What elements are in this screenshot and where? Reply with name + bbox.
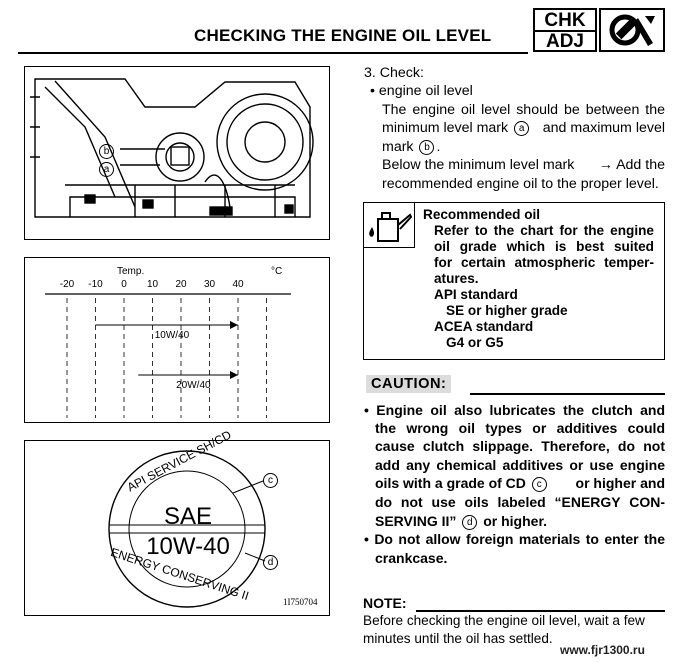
grade-label: 20W/40	[176, 380, 211, 391]
tick-label: 30	[204, 279, 216, 290]
wrench-icon	[609, 14, 655, 46]
note-rule	[416, 610, 665, 612]
step-line-2b: and maximum level	[542, 120, 665, 136]
unit-label: °C	[271, 266, 282, 277]
acea-standard-label: ACEA standard	[434, 319, 534, 334]
caution-line-4: add any chemical additives or use engine	[375, 456, 665, 473]
mark-a-inline: a	[514, 121, 530, 136]
caution-line-7: SERVING II” d or higher.	[375, 513, 547, 530]
tick-label: -10	[88, 279, 103, 290]
step-line-4b: → Add the	[598, 157, 665, 173]
caution-line-3: cause clutch slippage. Therefore, do not	[375, 438, 665, 455]
oil-box-line-1: Refer to the chart for the engine	[434, 223, 654, 238]
grade-label: 10W/40	[155, 330, 190, 341]
caution-line-6: do not use oils labeled “ENERGY CON-	[375, 494, 665, 510]
oil-label-figure: API SERVICE SH/CD SAE 10W-40 ENERGY CONS…	[24, 428, 330, 616]
page-title: CHECKING THE ENGINE OIL LEVEL	[194, 26, 492, 45]
oil-box-heading: Recommended oil	[423, 207, 541, 222]
badge-divider	[535, 30, 595, 32]
caution-line-5b: or higher and	[575, 475, 665, 492]
step-line-2: minimum level mark a and maximum level	[382, 119, 665, 138]
mark-d-callout: d	[261, 553, 280, 571]
mark-b-inline: b	[419, 140, 435, 155]
step-number: 3. Check:	[364, 65, 424, 81]
oil-box-line-2: oil grade which is best suited	[434, 239, 654, 254]
recommended-oil-box	[363, 202, 665, 360]
caution-line-5a: oils with a grade of CD	[375, 475, 526, 492]
step-line-2a: minimum level mark	[382, 120, 509, 136]
adj-label: ADJ	[545, 31, 584, 52]
engine-drawing	[30, 78, 314, 218]
chk-adj-badge: CHK ADJ	[533, 8, 597, 52]
tick-label: 10	[147, 279, 159, 290]
step-line-1: The engine oil level should be between t…	[382, 102, 665, 118]
api-standard-value: SE or higher grade	[446, 303, 568, 318]
chk-label: CHK	[544, 10, 586, 31]
header-rule	[18, 52, 528, 54]
grade-range-arrow	[230, 321, 238, 329]
step-line-4: Below the minimum level mark → Add the	[382, 156, 665, 175]
oil-box-line-3: for certain atmospheric temper-	[434, 255, 654, 270]
temp-label: Temp.	[117, 266, 144, 277]
oil-box-line-4: atures.	[434, 271, 479, 286]
note-line-2: minutes until the oil has settled.	[363, 631, 553, 646]
mark-d-label: d	[263, 555, 278, 570]
temperature-chart-svg: Temp. °C -20 -10 0 10 20 30 40 10W/40 20W/40	[45, 266, 291, 418]
step-line-5: recommended engine oil to the proper lev…	[382, 176, 659, 192]
step-line-3a: mark	[382, 139, 414, 155]
mark-c-inline: c	[531, 477, 547, 493]
oil-grade-temperature-chart: Temp. °C -20 -10 0 10 20 30 40 10W/40 20W/40	[24, 257, 330, 423]
oil-can-icon	[369, 212, 413, 242]
note-label: NOTE:	[363, 595, 407, 611]
mark-c-label: c	[263, 473, 278, 488]
api-standard-label: API standard	[434, 287, 518, 302]
tool-badge	[599, 8, 665, 52]
note-line-1: Before checking the engine oil level, wa…	[363, 613, 645, 628]
acea-standard-value: G4 or G5	[446, 335, 504, 350]
caution-line-5: oils with a grade of CD c or higher and	[375, 475, 665, 493]
step-line-3: mark b.	[382, 139, 441, 155]
caution-label: CAUTION:	[366, 375, 452, 393]
mark-b-callout: b	[97, 142, 116, 160]
mark-d-inline: d	[462, 514, 478, 530]
caution-line-7b: or higher.	[483, 512, 548, 529]
engine-oil-window-figure: b a	[24, 66, 330, 240]
tick-label: 40	[232, 279, 244, 290]
mark-b-label: b	[99, 144, 114, 159]
mark-a-callout: a	[97, 160, 116, 178]
oil-can-icon-box	[363, 202, 415, 248]
caution-line-2: the wrong oil types or additives could	[375, 419, 665, 436]
sae-text: SAE	[163, 503, 213, 530]
oil-label-svg	[108, 450, 266, 608]
caution-line-7a: SERVING II”	[375, 512, 457, 529]
caution-line-1: • Engine oil also lubricates the clutch …	[364, 402, 665, 418]
tick-label: -20	[60, 279, 75, 290]
caution-line-8: • Do not allow foreign materials to ente…	[364, 531, 665, 548]
caution-rule	[470, 393, 665, 395]
figure-code: 1I750704	[283, 597, 318, 607]
mark-c-callout: c	[261, 471, 280, 489]
grade-range-arrow	[230, 371, 238, 379]
caution-line-9: crankcase.	[375, 549, 448, 566]
tick-label: 0	[121, 279, 127, 290]
tick-label: 20	[175, 279, 187, 290]
step-line-4a: Below the minimum level mark	[382, 157, 575, 173]
mark-a-label: a	[99, 162, 114, 177]
watermark: www.fjr1300.ru	[560, 643, 645, 657]
step-bullet: • engine oil level	[370, 83, 473, 99]
grade-text: 10W-40	[146, 533, 230, 560]
